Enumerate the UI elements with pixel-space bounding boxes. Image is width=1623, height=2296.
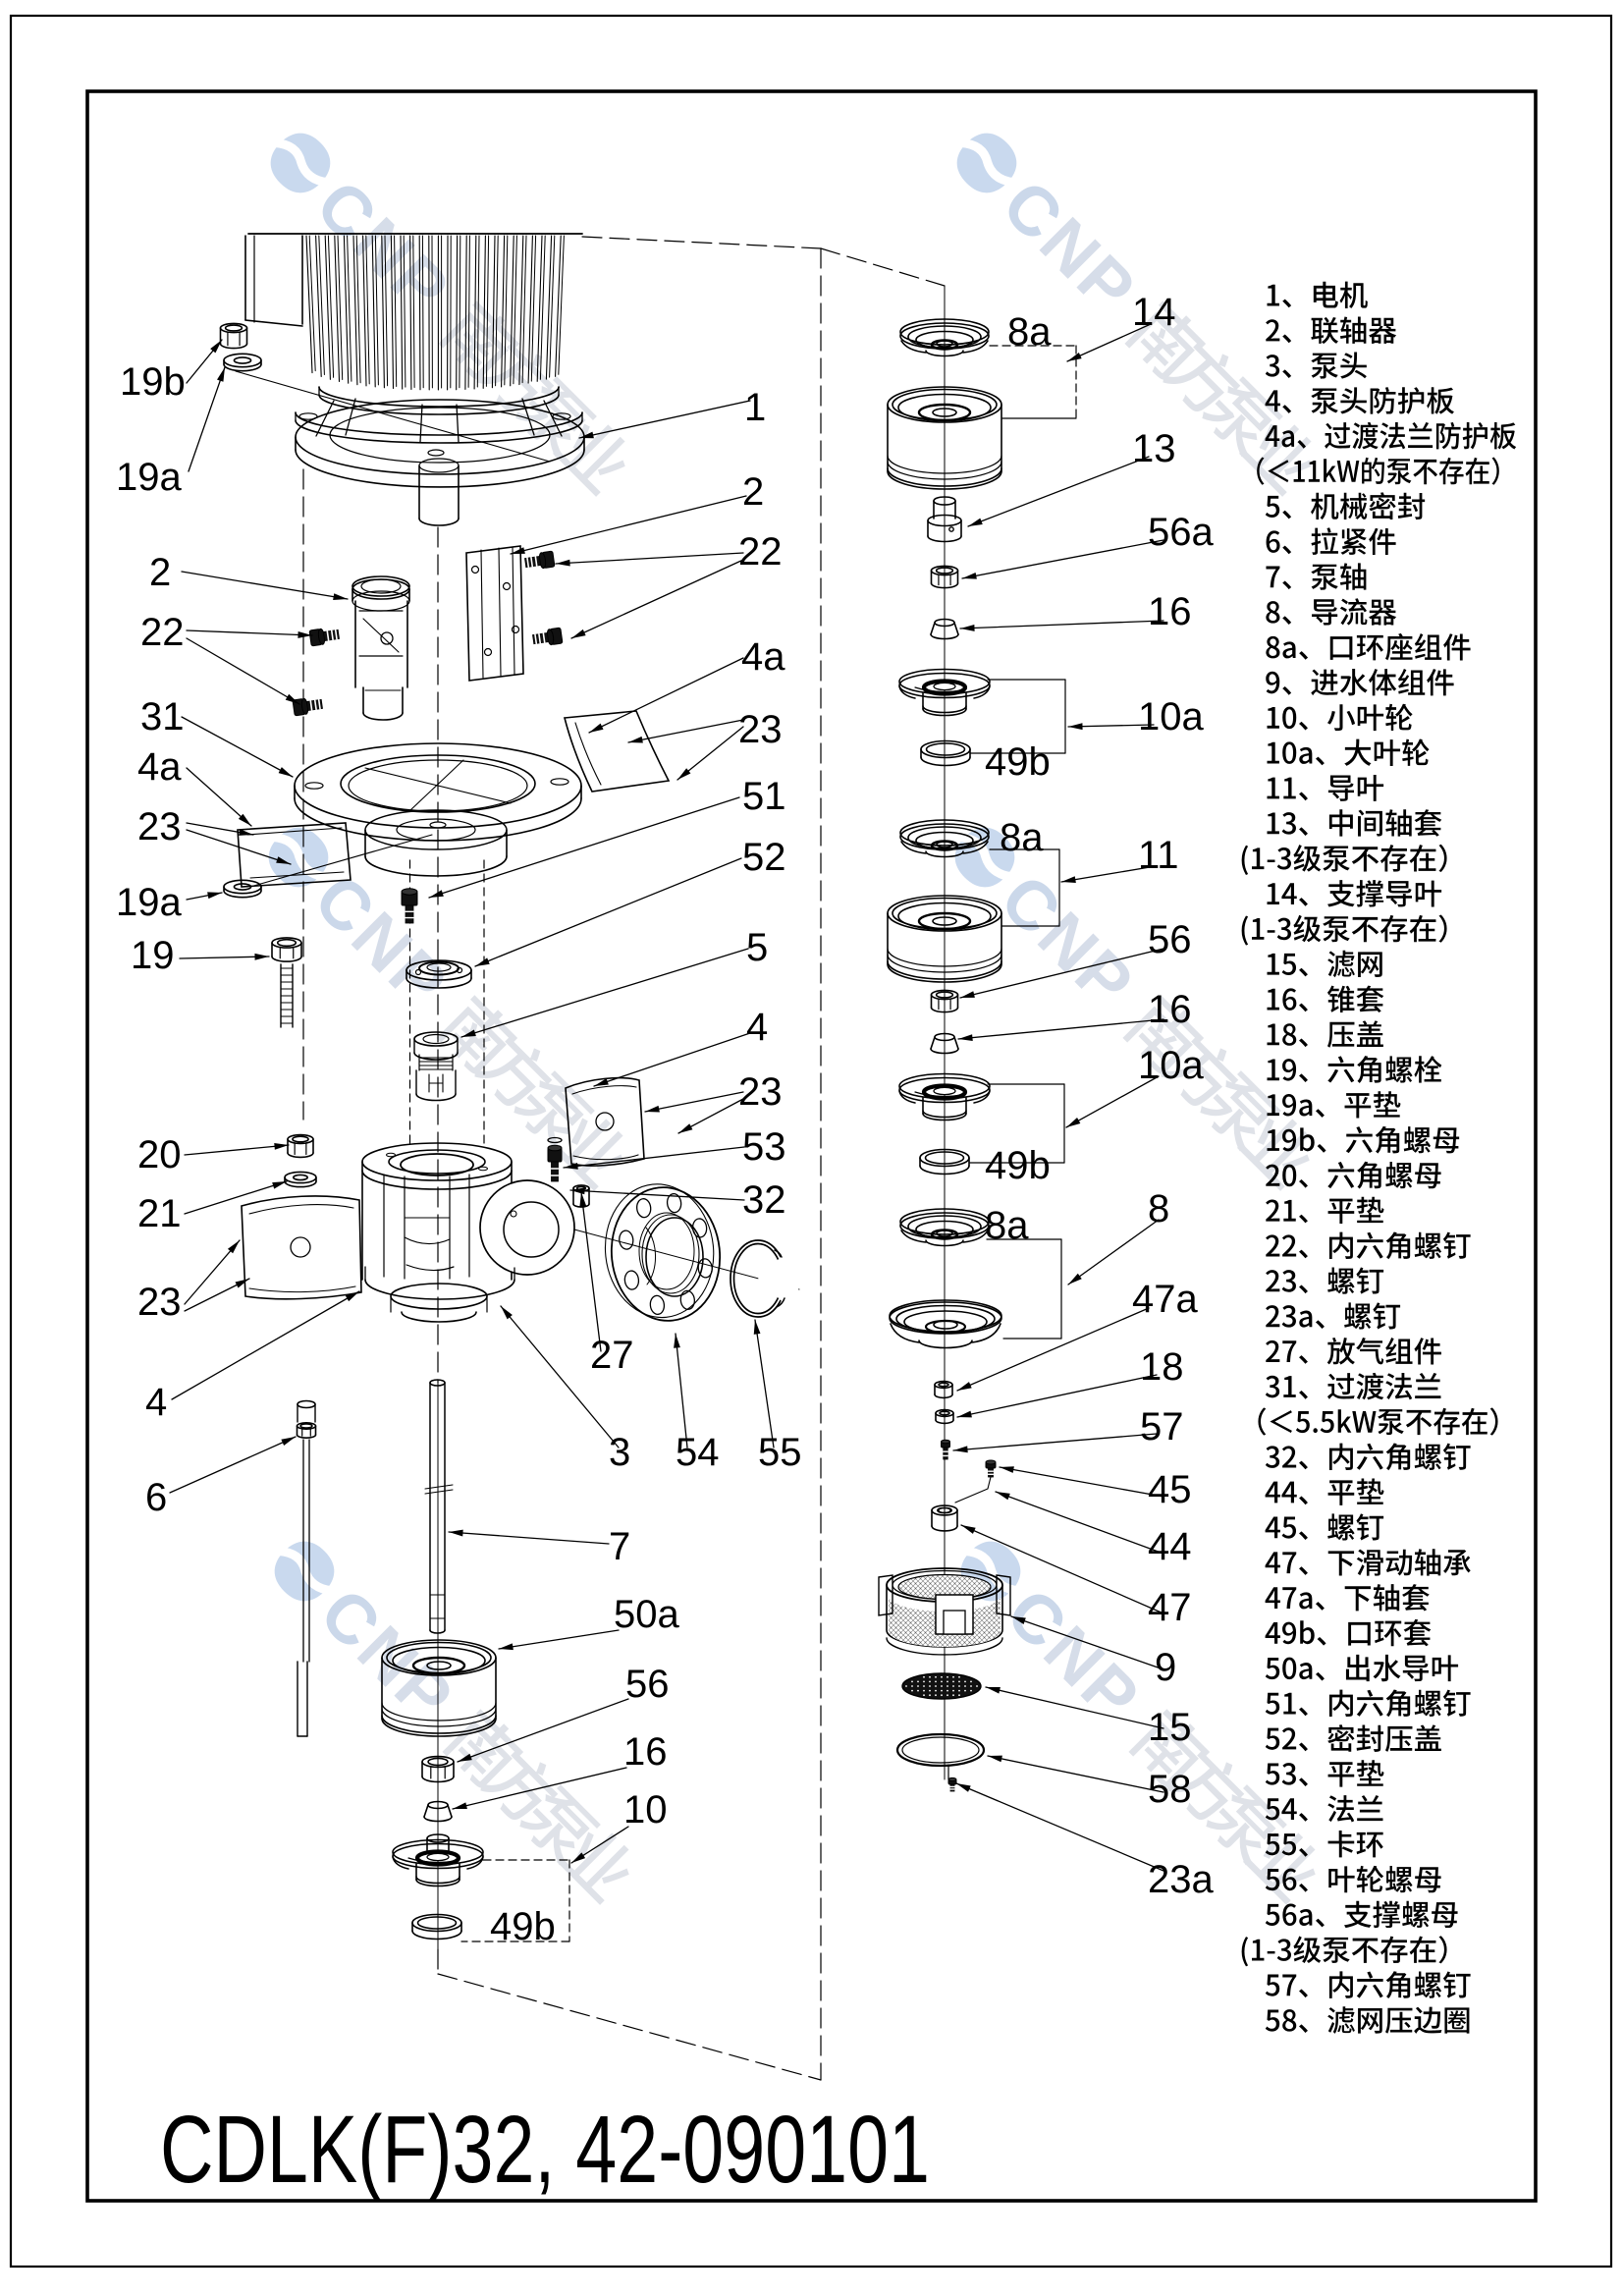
svg-text:54: 54 [676,1431,720,1474]
svg-text:4a: 4a [137,745,182,789]
svg-text:10a: 10a [1138,695,1204,738]
svg-text:51: 51 [742,775,786,818]
svg-text:23: 23 [137,1281,182,1324]
svg-text:22: 22 [140,611,185,654]
svg-text:8: 8 [1148,1187,1169,1230]
svg-text:13: 13 [1132,427,1176,470]
svg-text:19b: 19b [120,360,186,404]
svg-text:23: 23 [738,708,783,751]
svg-text:19a: 19a [116,881,182,924]
svg-text:16: 16 [623,1730,668,1774]
svg-text:16: 16 [1148,590,1192,633]
svg-text:3: 3 [609,1431,630,1474]
svg-text:19: 19 [131,934,175,977]
svg-text:7: 7 [609,1525,630,1568]
svg-text:56: 56 [1148,918,1192,961]
svg-text:47: 47 [1148,1586,1192,1629]
svg-text:45: 45 [1148,1468,1192,1511]
svg-text:49b: 49b [985,1144,1051,1187]
svg-text:5: 5 [746,926,768,969]
svg-text:4: 4 [145,1381,167,1424]
svg-text:19a: 19a [116,456,182,499]
svg-text:32: 32 [742,1178,786,1222]
svg-text:49b: 49b [985,740,1051,784]
svg-text:57: 57 [1140,1405,1184,1449]
svg-text:47a: 47a [1132,1278,1198,1321]
svg-text:4: 4 [746,1006,768,1049]
svg-text:27: 27 [590,1334,634,1377]
svg-text:50a: 50a [614,1593,679,1636]
svg-text:18: 18 [1140,1345,1184,1389]
svg-text:23: 23 [137,805,182,848]
svg-text:49b: 49b [490,1905,556,1948]
svg-text:53: 53 [742,1125,786,1169]
svg-text:22: 22 [738,530,783,574]
svg-text:1: 1 [744,386,766,429]
svg-text:2: 2 [149,551,171,594]
svg-text:52: 52 [742,836,786,879]
svg-text:15: 15 [1148,1706,1192,1749]
svg-text:8a: 8a [1000,816,1044,859]
svg-text:56: 56 [625,1663,670,1706]
svg-text:2: 2 [742,470,764,514]
svg-text:56a: 56a [1148,511,1214,554]
svg-text:23a: 23a [1148,1858,1214,1901]
svg-text:20: 20 [137,1133,182,1176]
svg-text:16: 16 [1148,988,1192,1031]
svg-text:58: 58 [1148,1768,1192,1811]
svg-text:CDLK(F)32, 42-090101: CDLK(F)32, 42-090101 [160,2096,930,2203]
svg-text:9: 9 [1155,1646,1176,1689]
svg-text:8a: 8a [1007,310,1052,354]
svg-text:14: 14 [1132,291,1176,334]
svg-text:8a: 8a [985,1204,1029,1247]
svg-text:4a: 4a [741,635,785,679]
svg-text:55: 55 [758,1431,802,1474]
svg-text:23: 23 [738,1070,783,1114]
svg-text:44: 44 [1148,1525,1192,1568]
svg-text:10: 10 [623,1788,668,1831]
svg-text:10a: 10a [1138,1044,1204,1087]
svg-text:31: 31 [140,695,185,738]
svg-text:21: 21 [137,1192,182,1235]
svg-text:6: 6 [145,1476,167,1519]
svg-text:11: 11 [1138,834,1179,877]
